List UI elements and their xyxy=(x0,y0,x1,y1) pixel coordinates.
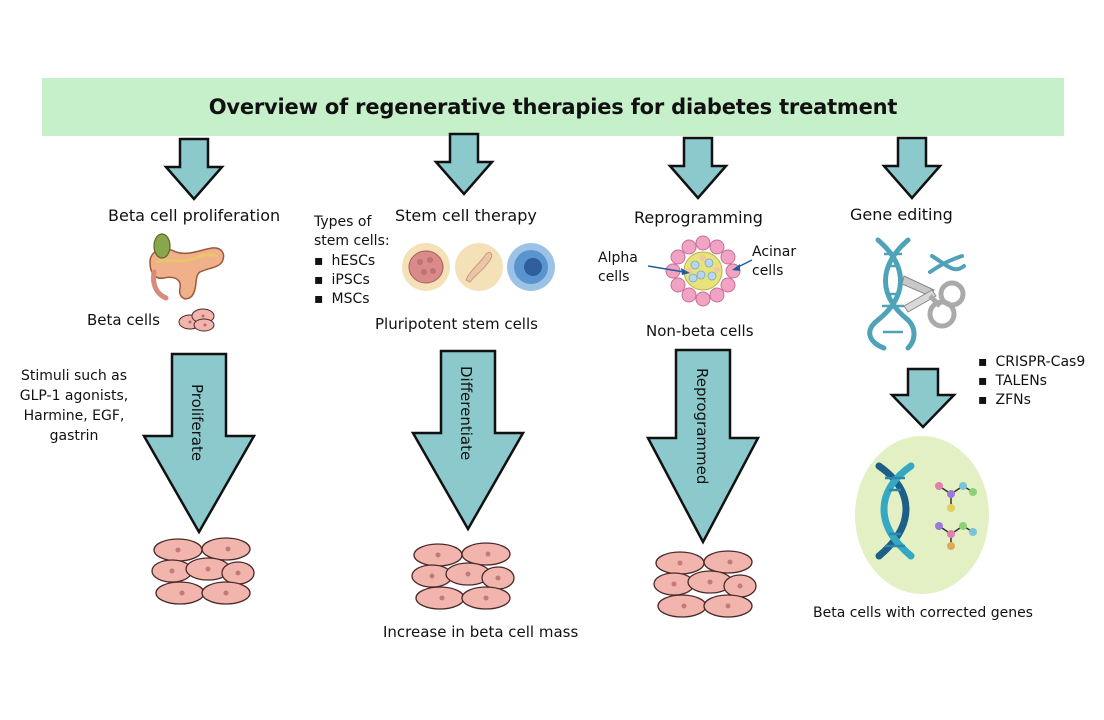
non-beta-cells-label: Non-beta cells xyxy=(646,322,754,340)
page-title: Overview of regenerative therapies for d… xyxy=(208,95,898,119)
dna-scissors-icon xyxy=(867,237,966,351)
beta-cell-mass-label: Increase in beta cell mass xyxy=(383,623,579,641)
beta-cell-mass-icon xyxy=(653,550,757,618)
title-banner: Overview of regenerative therapies for d… xyxy=(42,78,1064,136)
stem-type-hescs: hESCs xyxy=(314,252,376,271)
stimuli-line-2: GLP-1 agonists, xyxy=(19,388,129,404)
stem-type-ipscs: iPSCs xyxy=(314,271,375,290)
stem-types-title-2: stem cells: xyxy=(314,233,390,249)
gene-editing-tools-list: CRISPR-Cas9 TALENs ZFNs xyxy=(978,353,1086,410)
tool-talens: TALENs xyxy=(978,372,1085,391)
pluripotent-stem-cells-label: Pluripotent stem cells xyxy=(375,315,538,333)
proliferate-arrow xyxy=(141,352,257,535)
acinar-cells-line-2: cells xyxy=(752,263,784,279)
stimuli-text: Stimuli such as GLP-1 agonists, Harmine,… xyxy=(10,366,138,446)
stimuli-line-4: gastrin xyxy=(49,428,99,444)
heading-gene-editing: Gene editing xyxy=(850,205,953,224)
acinar-cells-label: Acinar cells xyxy=(752,243,796,281)
dna-molecule-icon xyxy=(855,436,989,594)
stem-cell-types-list: hESCs iPSCs MSCs xyxy=(314,252,376,309)
tool-crispr-cas9: CRISPR-Cas9 xyxy=(978,353,1086,372)
top-arrow-beta xyxy=(163,137,225,201)
stem-type-mscs: MSCs xyxy=(314,290,375,309)
top-arrow-stem xyxy=(433,132,495,196)
stem-cell-icon xyxy=(402,243,555,291)
reprogrammed-arrow xyxy=(645,348,761,545)
reprogrammed-label: Reprogrammed xyxy=(693,368,711,485)
alpha-cells-label: Alpha cells xyxy=(598,249,638,287)
gene-arrow xyxy=(889,367,957,429)
alpha-pointer-arrow xyxy=(647,265,690,275)
heading-beta-cell-proliferation: Beta cell proliferation xyxy=(108,206,281,225)
corrected-genes-label: Beta cells with corrected genes xyxy=(813,605,1033,621)
stem-types-title-1: Types of xyxy=(314,214,372,230)
stimuli-line-3: Harmine, EGF, xyxy=(23,408,125,424)
beta-cell-mass-icon xyxy=(411,542,515,610)
beta-cell-mass-icon xyxy=(151,537,255,605)
heading-reprogramming: Reprogramming xyxy=(634,208,763,227)
acinar-cells-line-1: Acinar xyxy=(752,244,797,260)
islet-icon xyxy=(665,235,741,307)
tool-zfns: ZFNs xyxy=(978,391,1085,410)
top-arrow-reprog xyxy=(667,136,729,200)
heading-stem-cell-therapy: Stem cell therapy xyxy=(395,206,537,225)
differentiate-arrow xyxy=(410,349,526,532)
stimuli-line-1: Stimuli such as xyxy=(20,368,128,384)
stem-types-title: Types of stem cells: xyxy=(314,213,390,251)
pancreas-icon xyxy=(149,233,225,301)
differentiate-label: Differentiate xyxy=(457,366,475,461)
beta-cells-label: Beta cells xyxy=(87,311,160,329)
top-arrow-gene xyxy=(881,136,943,200)
beta-cell-cluster-icon xyxy=(178,308,215,332)
alpha-cells-line-2: cells xyxy=(598,269,630,285)
acinar-pointer-arrow xyxy=(732,259,753,271)
alpha-cells-line-1: Alpha xyxy=(598,250,638,266)
proliferate-label: Proliferate xyxy=(188,384,206,462)
